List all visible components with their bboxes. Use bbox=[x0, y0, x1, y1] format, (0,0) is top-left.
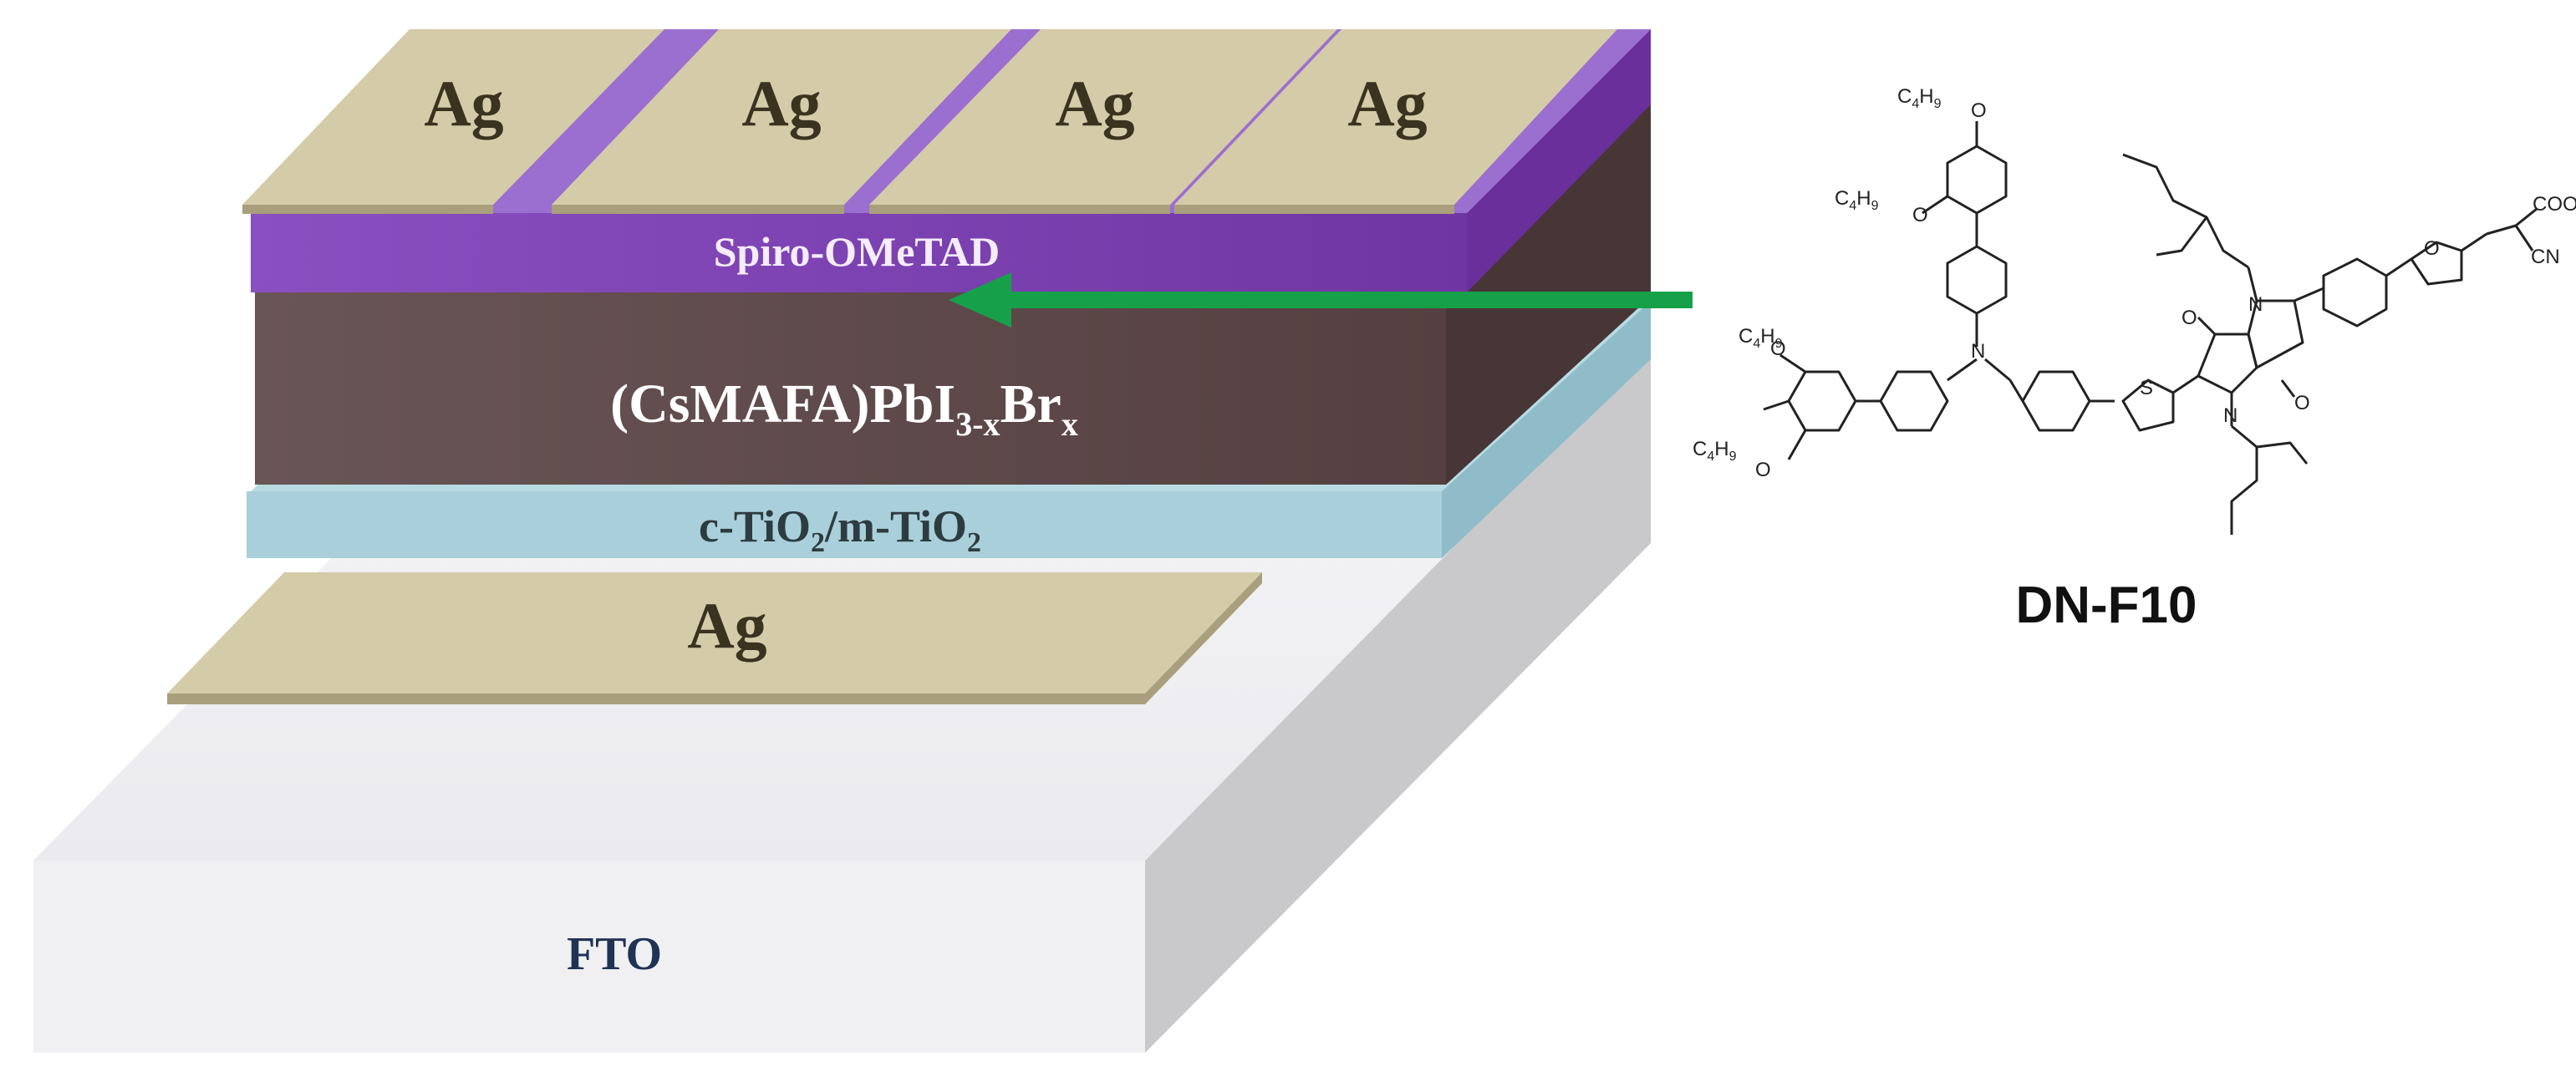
top-contact-label-2: Ag bbox=[741, 67, 821, 140]
fto-label: FTO bbox=[567, 928, 662, 980]
dn-f10-atoms: O C4H9 O C4H9 N O C4H9 O C4H9 S O N N O … bbox=[1693, 85, 2576, 481]
ring-upper-inner bbox=[1946, 245, 2008, 315]
arrow-head bbox=[949, 272, 1011, 328]
arrow-shaft bbox=[999, 292, 1693, 308]
fto-side-face bbox=[1145, 347, 1651, 1053]
tio2-label-sub2: 2 bbox=[967, 527, 981, 558]
alkoxy-upper: C4H9 bbox=[1897, 85, 1942, 111]
tio2-side-face bbox=[1442, 301, 1651, 558]
top-contact-label-1: Ag bbox=[424, 67, 503, 140]
alkoxy-mid: C4H9 bbox=[1835, 187, 1879, 213]
perovskite-layer bbox=[255, 104, 1651, 485]
top-contact-3 bbox=[869, 29, 1337, 214]
perovskite-label-main: (CsMAFA)PbI bbox=[610, 373, 955, 434]
dpp-core-right bbox=[2247, 299, 2304, 369]
atom-n-dpp-upper: N bbox=[2248, 293, 2263, 316]
atom-n-dpp-lower: N bbox=[2223, 404, 2237, 427]
molecule-name: DN-F10 bbox=[2015, 577, 2197, 634]
ring-furan bbox=[2410, 241, 2463, 286]
top-contact-label-4: Ag bbox=[1347, 67, 1427, 140]
spiro-side-face bbox=[1467, 29, 1651, 292]
cooh-label: COOH bbox=[2533, 193, 2576, 216]
top-contact-4 bbox=[1174, 29, 1617, 214]
perovskite-label-sub1: 3-x bbox=[955, 405, 1000, 443]
bottom-contact-top bbox=[167, 572, 1262, 693]
spiro-label: Spiro-OMeTAD bbox=[714, 228, 1000, 275]
ring-upper-outer bbox=[1946, 145, 2008, 215]
top-contacts: Ag Ag Ag Ag bbox=[242, 29, 1617, 214]
ring-thiophene bbox=[2121, 378, 2175, 432]
ring-left-inner bbox=[1879, 370, 1949, 432]
ring-left-outer bbox=[1787, 370, 1857, 432]
perovskite-label-sub2: x bbox=[1061, 405, 1078, 443]
dn-f10-structure bbox=[1763, 121, 2538, 535]
ring-far-phenyl bbox=[2322, 257, 2388, 328]
tio2-label: c-TiO2/m-TiO2 bbox=[699, 501, 981, 558]
alkoxy-left-lower: C4H9 bbox=[1693, 438, 1737, 464]
atom-o-dpp-upper: O bbox=[2181, 307, 2197, 329]
alkoxy-left-upper: C4H9 bbox=[1739, 325, 1783, 351]
bottom-contact-label: Ag bbox=[687, 589, 766, 662]
atom-o-upper: O bbox=[1971, 99, 1987, 122]
atom-s: S bbox=[2140, 377, 2153, 399]
top-contact-1 bbox=[242, 29, 664, 214]
ring-right-phenyl bbox=[2021, 370, 2091, 432]
atom-o-left-lower: O bbox=[1755, 459, 1771, 481]
tio2-label-mid: /m-TiO bbox=[824, 501, 967, 551]
tio2-label-prefix: c-TiO bbox=[699, 501, 811, 551]
tio2-layer: c-TiO2/m-TiO2 bbox=[247, 491, 1442, 558]
dpp-core-left bbox=[2197, 333, 2258, 394]
atom-n-central: N bbox=[1971, 340, 1985, 363]
perovskite-label-mid: Br bbox=[1000, 373, 1061, 434]
atom-o-left-upper: O bbox=[1770, 338, 1786, 360]
atom-o-furan: O bbox=[2424, 237, 2440, 260]
atom-o-dpp-lower: O bbox=[2294, 392, 2310, 414]
alkyl-chain-lower bbox=[2230, 424, 2258, 535]
tio2-front-face bbox=[247, 491, 1442, 558]
cn-label: CN bbox=[2531, 246, 2560, 268]
tio2-label-sub1: 2 bbox=[811, 527, 825, 558]
perovskite-front-face bbox=[255, 292, 1446, 485]
atom-o-mid: O bbox=[1912, 204, 1928, 226]
perovskite-label: (CsMAFA)PbI3-xBrx bbox=[610, 373, 1078, 443]
bottom-contact-edge bbox=[167, 572, 1262, 704]
spiro-front-face bbox=[251, 213, 1467, 292]
interface-arrow bbox=[949, 272, 1693, 328]
fto-front-face bbox=[33, 861, 1145, 1053]
top-contact-label-3: Ag bbox=[1055, 67, 1134, 140]
top-contact-2 bbox=[552, 29, 1011, 214]
bottom-contact: Ag bbox=[167, 572, 1262, 704]
alkyl-chain-upper bbox=[2122, 153, 2249, 269]
